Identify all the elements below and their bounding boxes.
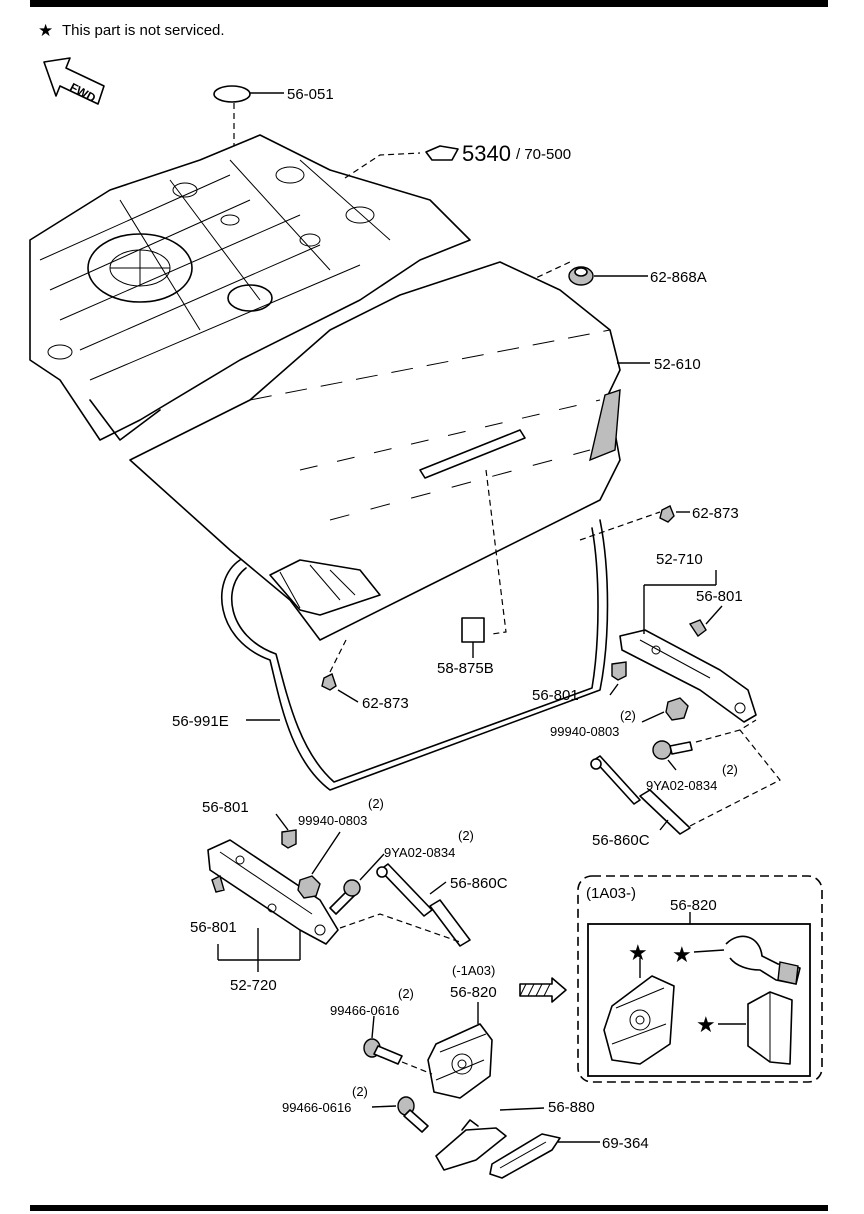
bumper-62-873-left	[321, 639, 359, 703]
label-52-610: 52-610	[654, 356, 701, 373]
label-5340: 5340	[462, 141, 511, 166]
stopper-56-801-left-upper	[275, 813, 297, 849]
bolt-99466-0616-lower	[371, 1096, 429, 1133]
label-58-875b: 58-875B	[437, 660, 494, 677]
label-56-801-l1: 56-801	[202, 799, 249, 816]
bottom-rule	[30, 1205, 828, 1211]
bolt-9ya02-0834-left	[329, 853, 385, 915]
latch-56-820	[427, 1002, 493, 1099]
qty-99466-upper: (2)	[398, 986, 414, 1001]
hinge-52-720	[207, 839, 339, 972]
inset-1a03	[577, 875, 823, 1083]
gas-strut-56-860c-right	[590, 729, 781, 835]
stopper-56-801-right	[609, 661, 627, 696]
bumper-62-873-right	[579, 505, 690, 541]
label-99940-0803-right: 99940-0803	[550, 724, 619, 739]
plug-56-051	[213, 85, 284, 150]
label-52-720: 52-720	[230, 977, 277, 994]
label-56-991e: 56-991E	[172, 713, 229, 730]
note-star: ★	[38, 21, 53, 40]
bolt-99466-0616-upper	[363, 1015, 433, 1075]
label-99466-0616-upper: 99466-0616	[330, 1003, 399, 1018]
weatherstrip-56-991e	[220, 519, 609, 791]
label-56-801-r1: 56-801	[696, 588, 743, 605]
label-62-873-left: 62-873	[362, 695, 409, 712]
label-56-051: 56-051	[287, 86, 334, 103]
label-1a03-pre: (-1A03)	[452, 963, 495, 978]
arrow-to-inset-icon	[519, 977, 567, 1003]
inset-title: (1A03-)	[586, 885, 636, 902]
inset-star-3: ★	[696, 1012, 716, 1037]
gas-strut-56-860c-left	[339, 863, 471, 947]
label-9ya02-0834-left: 9YA02-0834	[384, 845, 455, 860]
inset-latch	[603, 958, 675, 1065]
label-99466-0616-lower: 99466-0616	[282, 1100, 351, 1115]
label-56-801-r2: 56-801	[532, 687, 579, 704]
nut-99940-0803-left	[297, 831, 341, 899]
top-rule	[30, 0, 828, 7]
inset-star-1: ★	[628, 940, 648, 965]
label-62-873-right: 62-873	[692, 505, 739, 522]
label-70-500: / 70-500	[516, 146, 571, 163]
nut-99940-0803-right	[641, 697, 689, 723]
label-69-364: 69-364	[602, 1135, 649, 1152]
bolt-9ya02-0834-right	[652, 719, 757, 771]
label-56-880: 56-880	[548, 1099, 595, 1116]
striker-56-880	[435, 1107, 545, 1171]
label-56-860c-left: 56-860C	[450, 875, 508, 892]
inset-star-2: ★	[672, 942, 692, 967]
inset-sheet	[718, 991, 793, 1065]
fwd-arrow-icon: FWD	[43, 57, 105, 105]
qty-9ya02-left: (2)	[458, 828, 474, 843]
label-56-801-l2: 56-801	[190, 919, 237, 936]
label-99940-0803-left: 99940-0803	[298, 813, 367, 828]
qty-99466-lower: (2)	[352, 1084, 368, 1099]
label-56-860c-right: 56-860C	[592, 832, 650, 849]
inset-part-label: 56-820	[670, 897, 717, 914]
label-62-868a: 62-868A	[650, 269, 707, 286]
inset-wire-connector	[693, 935, 801, 985]
rear-floor-pan	[29, 134, 471, 441]
qty-99940-left: (2)	[368, 796, 384, 811]
hinge-52-710	[619, 570, 757, 723]
emblem-58-875b	[461, 469, 507, 658]
label-52-710: 52-710	[656, 551, 703, 568]
label-56-820: 56-820	[450, 984, 497, 1001]
qty-99940-right: (2)	[620, 708, 636, 723]
qty-9ya02-right: (2)	[722, 762, 738, 777]
note-text: This part is not serviced.	[62, 22, 225, 39]
cover-69-364	[489, 1133, 600, 1179]
label-9ya02-0834-right: 9YA02-0834	[646, 778, 717, 793]
book-icon	[425, 145, 459, 161]
trunk-lid-52-610	[129, 261, 650, 641]
leader-5340	[344, 152, 421, 179]
